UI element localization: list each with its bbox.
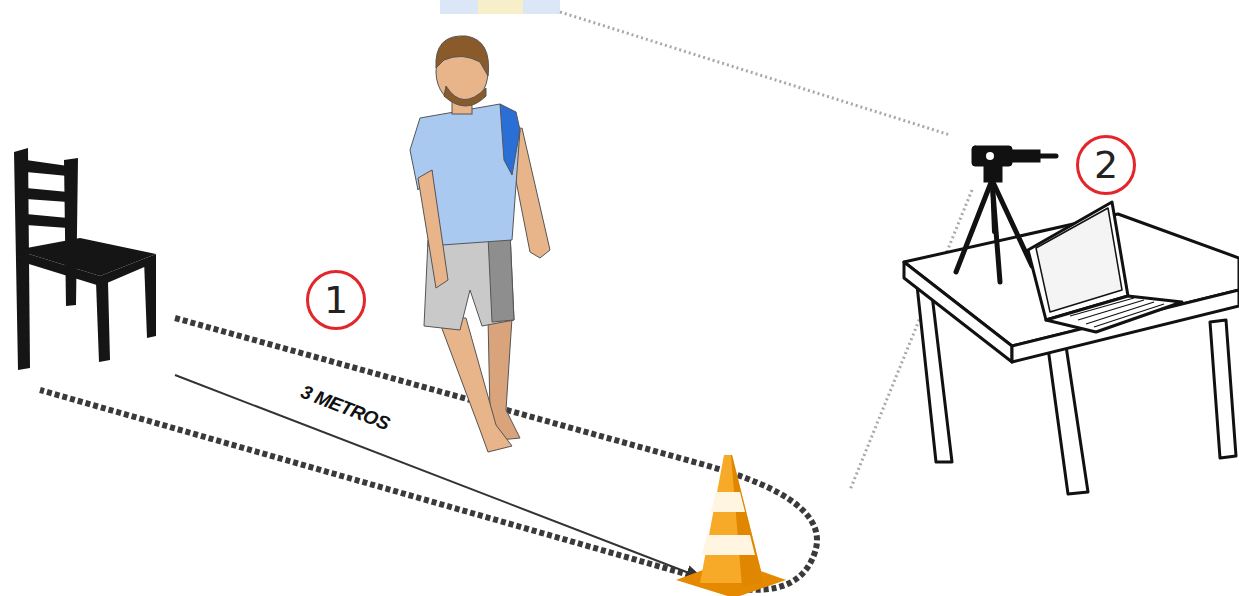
chair-slat: [26, 188, 68, 202]
cone-shade: [731, 455, 764, 586]
callout-number: 2: [1094, 146, 1118, 184]
keyboard-row: [1094, 304, 1164, 327]
distance-arrow: [175, 375, 702, 578]
traffic-cone: [676, 455, 786, 596]
camera-handle: [1040, 154, 1056, 159]
tripod-column: [992, 180, 994, 232]
callout-number: 1: [324, 281, 348, 319]
walking-path: [40, 318, 817, 590]
camera-lens: [1010, 150, 1040, 162]
keyboard-row: [1078, 300, 1144, 320]
laptop: [1028, 202, 1182, 332]
chair-slat: [26, 160, 68, 176]
view-line: [560, 12, 950, 135]
laptop-keyboard: [1070, 298, 1164, 327]
chair-leg: [96, 282, 110, 362]
chair-back-post: [64, 158, 78, 306]
walking-person: [410, 36, 550, 452]
watermark-bar: [440, 0, 560, 14]
tripod-leg: [992, 180, 1032, 266]
laptop-base: [1046, 296, 1182, 332]
table-leg: [1048, 346, 1088, 494]
camera-light: [986, 152, 994, 160]
shorts-shade: [488, 232, 514, 322]
laptop-display: [1036, 208, 1122, 312]
tripod-leg: [956, 180, 992, 272]
callout-circle: 1: [306, 270, 366, 330]
chair: [14, 148, 156, 370]
chair-leg: [144, 258, 156, 338]
beard: [444, 86, 486, 106]
chair-seat-edge: [16, 250, 100, 286]
callout-circle: 2: [1076, 135, 1136, 195]
table-leg: [1210, 320, 1236, 458]
front-leg: [438, 318, 512, 452]
watermark-bar: [478, 0, 523, 14]
cone-stripe: [711, 492, 745, 512]
camera-body: [972, 146, 1012, 166]
view-line: [850, 190, 972, 490]
tripod-head: [984, 164, 1002, 182]
chair-slat: [26, 214, 68, 228]
arm: [418, 170, 448, 288]
cone-stripe: [702, 535, 755, 555]
hair: [436, 36, 489, 76]
backpack-strap: [500, 104, 520, 175]
table-edge: [904, 262, 1012, 362]
keyboard-row: [1086, 302, 1154, 324]
